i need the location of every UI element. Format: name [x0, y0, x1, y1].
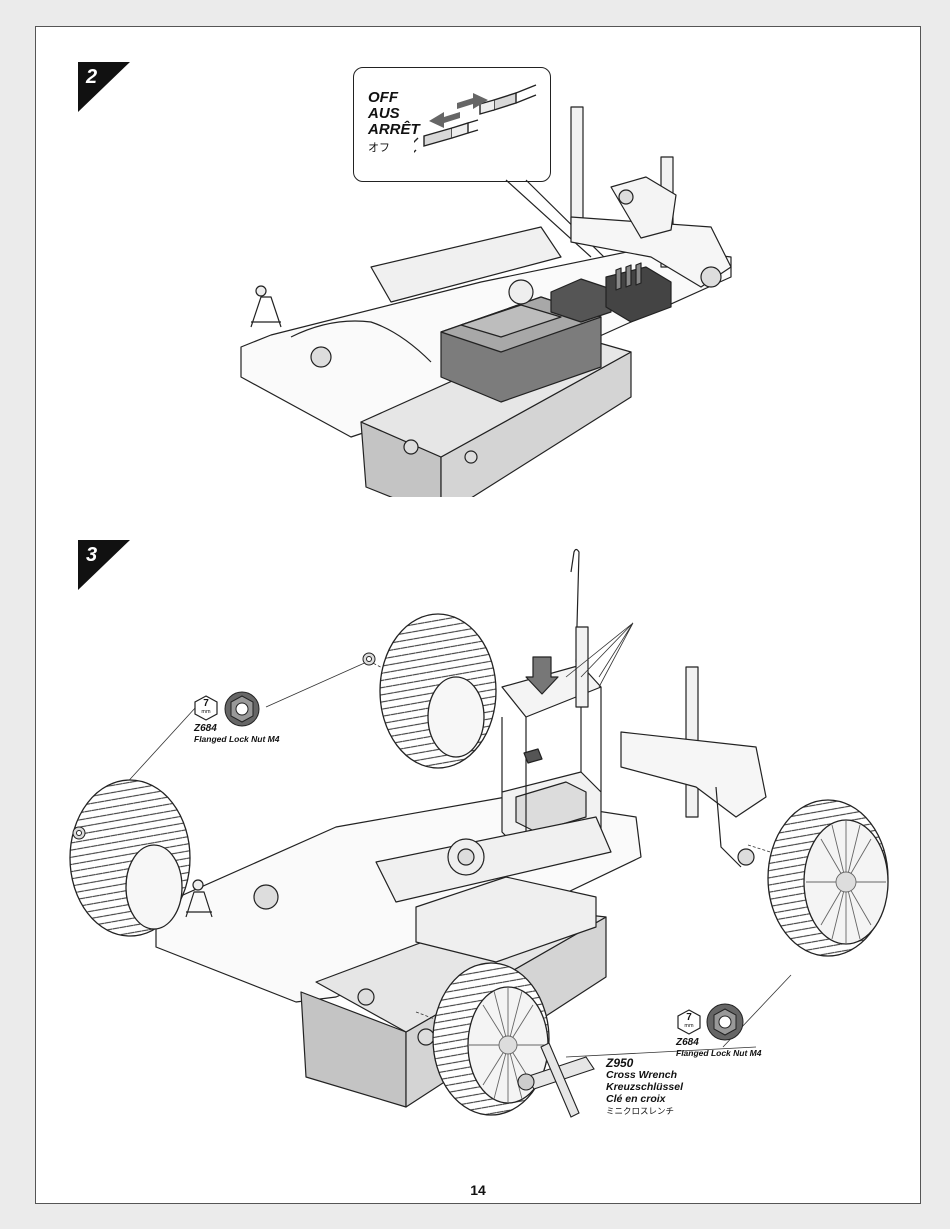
manual-page: 2 OFF AUS ARRÊT オフ	[35, 26, 921, 1204]
wrench-size-badge-right: 7 mm	[677, 1009, 701, 1035]
page-number: 14	[36, 1182, 920, 1198]
flanged-lock-nut-icon-right	[706, 1003, 744, 1041]
tyres-layer	[36, 527, 920, 1167]
nut-label-left: Z684 Flanged Lock Nut M4	[194, 723, 279, 745]
wrench-name-en: Cross Wrench	[606, 1069, 683, 1081]
wrench-size-badge-left: 7 mm	[194, 695, 218, 721]
flanged-lock-nut-icon-left	[224, 691, 260, 727]
nut-right-code: Z684	[676, 1037, 761, 1048]
nut-left-code: Z684	[194, 723, 279, 734]
wrench-code: Z950	[606, 1057, 683, 1069]
chassis-battery-illustration	[231, 67, 751, 497]
wrench-name-fr: Clé en croix	[606, 1093, 683, 1105]
cross-wrench-label: Z950 Cross Wrench Kreuzschlüssel Clé en …	[606, 1057, 683, 1117]
nut-left-name: Flanged Lock Nut M4	[194, 734, 279, 745]
nut-right-name: Flanged Lock Nut M4	[676, 1048, 761, 1059]
nut-label-right: Z684 Flanged Lock Nut M4	[676, 1037, 761, 1059]
wrench-name-de: Kreuzschlüssel	[606, 1081, 683, 1093]
wrench-name-jp: ミニクロスレンチ	[606, 1105, 683, 1117]
